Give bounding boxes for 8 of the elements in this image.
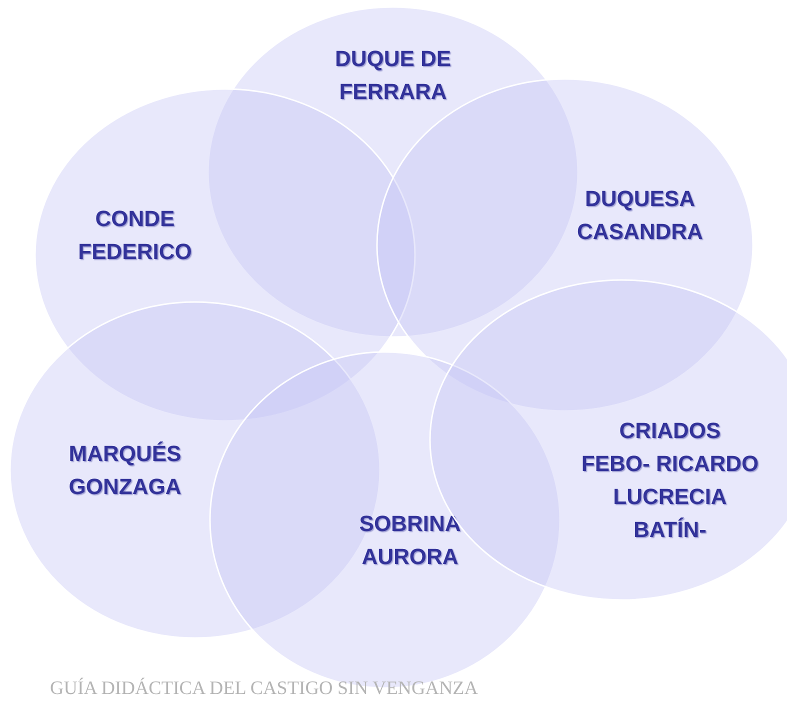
character-name: SOBRINA AURORA <box>358 510 462 571</box>
character-name: CRIADOS <box>618 417 722 445</box>
character-name: DUQUE DE FERRARA <box>334 45 452 106</box>
character-name: MARQUÉS GONZAGA <box>68 440 182 501</box>
caption: GUÍA DIDÁCTICA DEL CASTIGO SIN VENGANZA <box>50 678 478 700</box>
character-name: CONDE FEDERICO <box>77 205 193 266</box>
character-name: DUQUESA CASANDRA <box>576 185 704 246</box>
character-name: FEBO- RICARDO LUCRECIA BATÍN- <box>580 450 760 544</box>
